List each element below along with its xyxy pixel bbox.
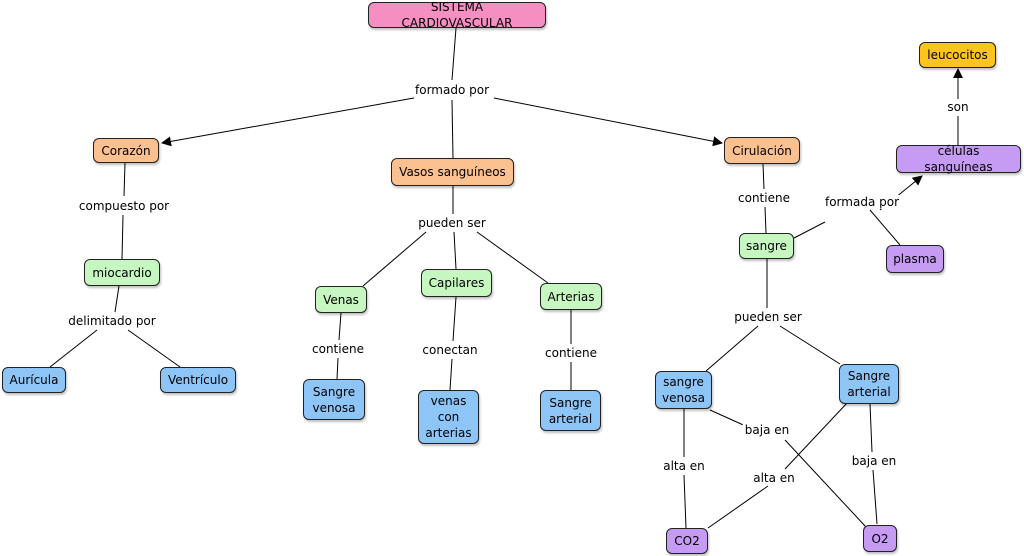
node-venas-con-arterias[interactable]: venas con arterias	[418, 390, 479, 444]
node-sangre-arterial-2[interactable]: Sangre arterial	[839, 364, 899, 404]
link-label-formado-por: formado por	[413, 83, 491, 97]
node-sangre-venosa-2[interactable]: sangre venosa	[655, 371, 712, 409]
node-sistema-cardiovascular[interactable]: SISTEMA CARDIOVASCULAR	[368, 0, 546, 30]
link-label-pueden-ser-vasos: pueden ser	[416, 216, 488, 230]
node-auricula[interactable]: Aurícula	[2, 367, 66, 393]
link-label-contiene-venas: contiene	[310, 342, 366, 356]
link-label-pueden-ser-sangre: pueden ser	[732, 310, 804, 324]
node-plasma[interactable]: plasma	[886, 245, 944, 273]
node-corazon[interactable]: Corazón	[93, 138, 159, 163]
node-ventriculo[interactable]: Ventrículo	[160, 367, 236, 393]
link-label-baja-en-venosa: baja en	[742, 423, 792, 437]
link-label-delimitado-por: delimitado por	[66, 314, 158, 328]
node-circulacion[interactable]: Cirulación	[724, 137, 800, 164]
node-sangre-arterial-1[interactable]: Sangre arterial	[540, 390, 601, 431]
link-label-contiene-arterias: contiene	[543, 346, 599, 360]
node-vasos-sanguineos[interactable]: Vasos sanguíneos	[391, 158, 514, 186]
node-leucocitos[interactable]: leucocitos	[919, 42, 996, 68]
node-sangre[interactable]: sangre	[739, 233, 794, 259]
link-label-alta-en-arterial: alta en	[751, 471, 797, 485]
link-label-baja-en-arterial: baja en	[849, 454, 899, 468]
link-label-contiene-circulacion: contiene	[736, 191, 792, 205]
link-label-compuesto-por: compuesto por	[76, 199, 172, 213]
node-arterias[interactable]: Arterias	[540, 283, 602, 310]
node-co2[interactable]: CO2	[666, 528, 708, 554]
link-label-formada-por: formada por	[822, 195, 902, 209]
node-sangre-venosa-1[interactable]: Sangre venosa	[303, 379, 365, 420]
node-miocardio[interactable]: miocardio	[84, 259, 160, 286]
link-label-alta-en-venosa: alta en	[661, 459, 707, 473]
link-label-conectan: conectan	[420, 343, 480, 357]
node-o2[interactable]: O2	[863, 525, 897, 552]
node-venas[interactable]: Venas	[315, 286, 367, 313]
node-celulas-sanguineas[interactable]: células sanguíneas	[896, 144, 1021, 174]
node-capilares[interactable]: Capilares	[421, 269, 492, 297]
link-label-son: son	[945, 100, 971, 114]
